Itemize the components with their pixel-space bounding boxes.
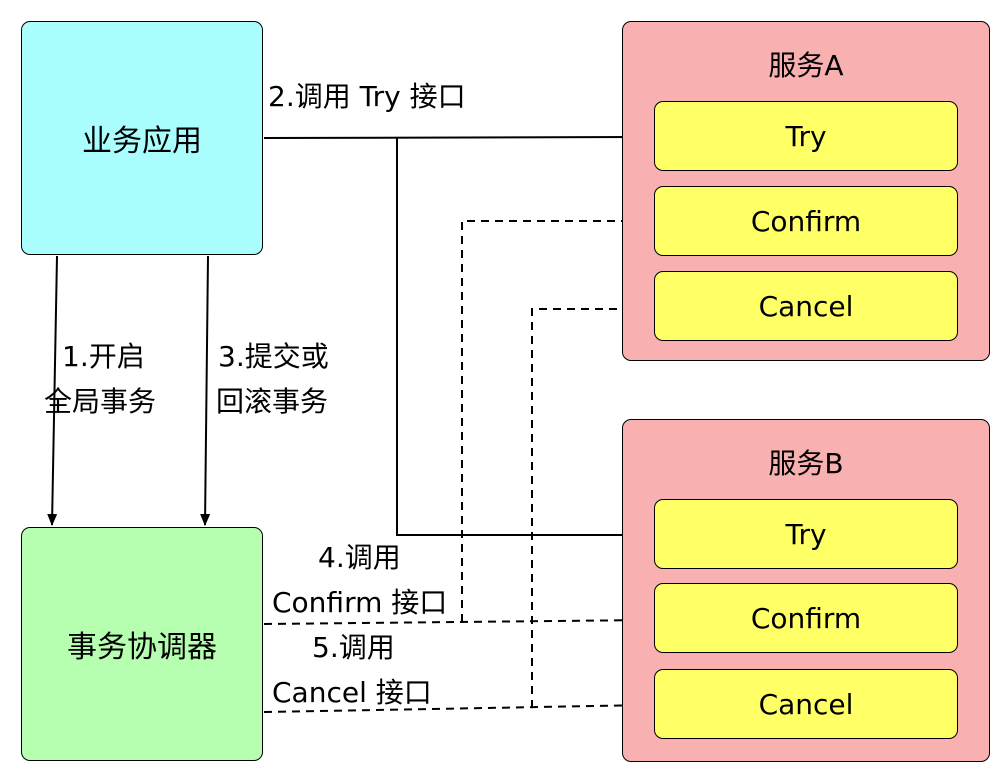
service-a-try-node: Try	[654, 101, 958, 171]
coordinator-node: 事务协调器	[21, 527, 263, 761]
service-b-try-node: Try	[654, 499, 958, 569]
service-b-title: 服务B	[768, 447, 844, 480]
service-b-confirm-label: Confirm	[750, 601, 862, 635]
edge-step4-label-line2: Confirm 接口	[272, 586, 448, 619]
edge-step5-label-line2: Cancel 接口	[272, 676, 432, 709]
service-b-group: 服务B Try Confirm Cancel	[622, 419, 990, 762]
edge-step1-line	[47, 255, 58, 526]
edge-step1-label-line1: 1.开启	[62, 340, 145, 373]
edge-step1-label-line2: 全局事务	[44, 385, 157, 418]
service-a-group: 服务A Try Confirm Cancel	[622, 21, 990, 361]
edge-step2-line-b	[396, 138, 652, 540]
edge-step4-line-b	[263, 615, 652, 626]
service-a-confirm-label: Confirm	[750, 204, 862, 238]
service-b-cancel-node: Cancel	[654, 669, 958, 739]
edge-step2-label: 2.调用 Try 接口	[268, 80, 466, 113]
edge-step5-label-line1: 5.调用	[312, 631, 395, 664]
edge-step3-line	[200, 255, 211, 526]
service-b-cancel-label: Cancel	[758, 687, 854, 721]
service-b-confirm-node: Confirm	[654, 583, 958, 653]
service-a-cancel-label: Cancel	[758, 289, 854, 323]
business-app-node: 业务应用	[21, 21, 263, 255]
service-a-try-label: Try	[785, 119, 827, 153]
coordinator-label: 事务协调器	[67, 630, 217, 665]
service-a-confirm-node: Confirm	[654, 186, 958, 256]
edge-step5-line-a	[531, 304, 652, 708]
edge-step3-label-line1: 3.提交或	[218, 340, 329, 373]
service-a-cancel-node: Cancel	[654, 271, 958, 341]
service-b-try-label: Try	[785, 517, 827, 551]
edge-step4-line-a	[461, 216, 652, 622]
edge-step2-line-a	[263, 132, 652, 143]
edge-step4-label-line1: 4.调用	[318, 541, 401, 574]
edge-step3-label-line2: 回滚事务	[216, 385, 329, 418]
business-app-label: 业务应用	[82, 124, 202, 159]
service-a-title: 服务A	[768, 49, 844, 82]
edge-step5-line-b	[263, 700, 652, 713]
